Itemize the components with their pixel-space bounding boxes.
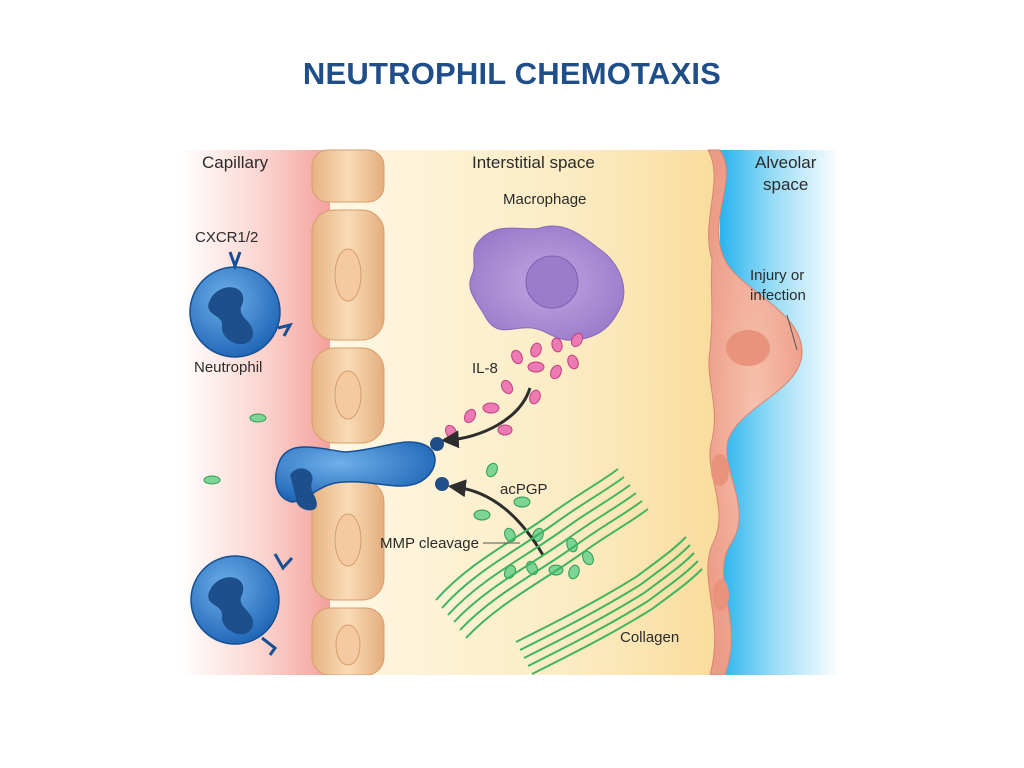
interstitial-label: Interstitial space [472,153,595,172]
neutrophil-top [189,251,293,358]
il8-label: IL-8 [472,360,498,377]
collagen-fibers [435,468,703,675]
alveolar-label-1: Alveolar [755,153,817,172]
neutrophil-label: Neutrophil [194,359,262,376]
macrophage-label: Macrophage [503,191,586,208]
cxcr-label: CXCR1/2 [195,229,258,246]
injury-label-1: Injury or [750,267,804,284]
alveolar-epithelium [707,149,803,675]
endothelial-cells [311,149,385,675]
page-title: NEUTROPHIL CHEMOTAXIS [302,56,722,91]
neutrophil-bottom [190,553,294,656]
injury-label-2: infection [750,287,806,304]
acpgp-arrow [447,479,545,556]
acpgp-label: acPGP [500,481,548,498]
chemotaxis-diagram: Capillary Interstitial space Alveolar sp… [180,140,840,675]
il8-arrow [440,387,532,449]
capillary-label: Capillary [202,153,269,172]
mmp-label: MMP cleavage [380,535,479,552]
alveolar-label-2: space [763,175,808,194]
neutrophil-transmigrating [275,437,449,511]
collagen-label: Collagen [620,629,679,646]
